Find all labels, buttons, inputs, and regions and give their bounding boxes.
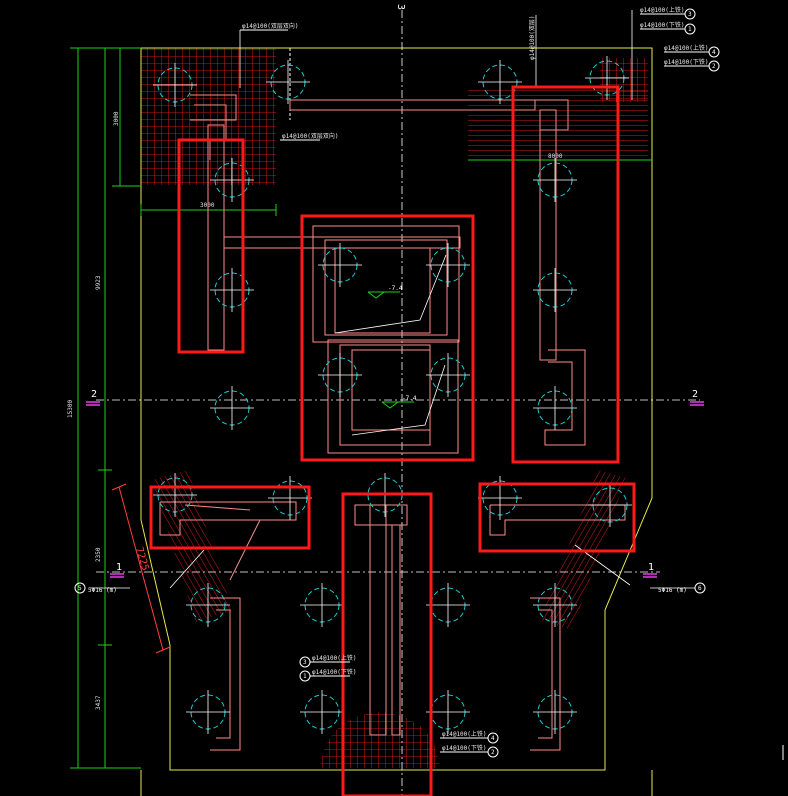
pile-crosshair [186, 583, 230, 627]
pile-crosshair [210, 386, 254, 430]
pile-crosshair [426, 690, 470, 734]
dim-upper: 9923 [95, 275, 102, 290]
callout-tags: 5 5Φ16 (m) 6 5Φ16 (m) 3 1 4 2 3 1 4 2 [78, 11, 716, 756]
note-bottom-mid-2: φ14@100(下铁) [312, 668, 357, 676]
tag-br-2: 2 [491, 749, 495, 756]
axis-markers: 2 2 1 1 3 [86, 4, 704, 578]
level-markers [367, 291, 414, 409]
highlights [149, 85, 636, 796]
pile-crosshair [426, 583, 470, 627]
dim-mid: 2350 [95, 547, 102, 562]
pile-crosshair [533, 690, 577, 734]
pile-crosshair [478, 60, 522, 104]
highlight-right-column [511, 85, 620, 464]
highlight-left-arm [149, 485, 311, 550]
axis-2-left: 2 [91, 389, 97, 400]
pile-crosshair [585, 56, 629, 100]
pile-crosshair [300, 583, 344, 627]
pile-crosshair [533, 158, 577, 202]
highlight-center-chamber [300, 214, 475, 462]
centerlines [96, 10, 700, 796]
axis-1-left: 1 [116, 562, 122, 573]
pile-crosshair [318, 353, 362, 397]
callout-5-text: 5Φ16 (m) [88, 587, 117, 594]
tag-tr-3: 4 [712, 49, 716, 56]
rebar-grid-bottom-dome [320, 712, 440, 768]
note-top-right-2: φ14@100(下铁) [640, 21, 685, 29]
pile-crosshair [153, 63, 197, 107]
piles [153, 56, 632, 734]
dim-3000-vertical: 3000 [113, 111, 120, 126]
pile-crosshair [318, 243, 362, 287]
pile-crosshair [210, 268, 254, 312]
level-mark-lower: -7.4 [402, 395, 417, 402]
top-marker: 3 [395, 4, 406, 10]
pile-crosshair [153, 473, 197, 517]
dimensions [70, 47, 652, 769]
tag-tr-4: 2 [712, 63, 716, 70]
dim-3000-horizontal: 3000 [200, 202, 215, 209]
axis-1-right: 1 [648, 562, 654, 573]
note-bottom-right-1: φ14@100(上铁) [442, 730, 487, 738]
pile-crosshair [266, 60, 310, 104]
tag-bm-1: 3 [303, 659, 307, 666]
tag-bm-2: 1 [303, 673, 307, 680]
note-top-right-4: φ14@100(下铁) [664, 58, 709, 66]
note-mid-left: φ14@100(双层双向) [282, 132, 339, 140]
rebar-notes: φ14@100(双层双向) φ14@100(双层双向) φ14@100(双层) … [242, 6, 709, 752]
note-top-right-3: φ14@100(上铁) [664, 44, 709, 52]
walls [159, 94, 626, 751]
level-mark-upper: -7.4 [388, 285, 403, 292]
note-top-vertical: φ14@100(双层) [529, 15, 536, 60]
highlight-right-arm [478, 482, 636, 553]
callout-6-text: 5Φ16 (m) [658, 587, 687, 594]
note-bottom-right-2: φ14@100(下铁) [442, 744, 487, 752]
highlight-left-column [177, 138, 245, 354]
callouts [74, 8, 720, 758]
dim-total: 15300 [67, 400, 74, 418]
dim-8000: 8000 [548, 153, 563, 160]
highlight-bottom-stem [341, 492, 433, 796]
note-top-right-1: φ14@100(上铁) [640, 6, 685, 14]
pile-crosshair [300, 690, 344, 734]
tag-br-1: 4 [491, 735, 495, 742]
axis-2-right: 2 [692, 389, 698, 400]
rebar-hatch-diag-left [152, 470, 232, 622]
pile-crosshair [533, 386, 577, 430]
pile-crosshair [588, 483, 632, 527]
pile-crosshair [186, 690, 230, 734]
dim-lower: 3437 [95, 695, 102, 710]
pile-crosshair [210, 158, 254, 202]
pile-crosshair [533, 583, 577, 627]
callout-5-tag: 5 [78, 585, 82, 592]
note-top-left: φ14@100(双层双向) [242, 22, 299, 30]
structure-outline [140, 47, 653, 796]
section-lines [90, 10, 695, 589]
callout-6-tag: 6 [698, 585, 702, 592]
pile-crosshair [533, 268, 577, 312]
note-bottom-mid-1: φ14@100(上铁) [312, 654, 357, 662]
tag-tr-1: 3 [688, 11, 692, 18]
tag-tr-2: 1 [688, 26, 692, 33]
pile-crosshair [426, 353, 470, 397]
pile-crosshair [426, 243, 470, 287]
pile-crosshair [268, 476, 312, 520]
